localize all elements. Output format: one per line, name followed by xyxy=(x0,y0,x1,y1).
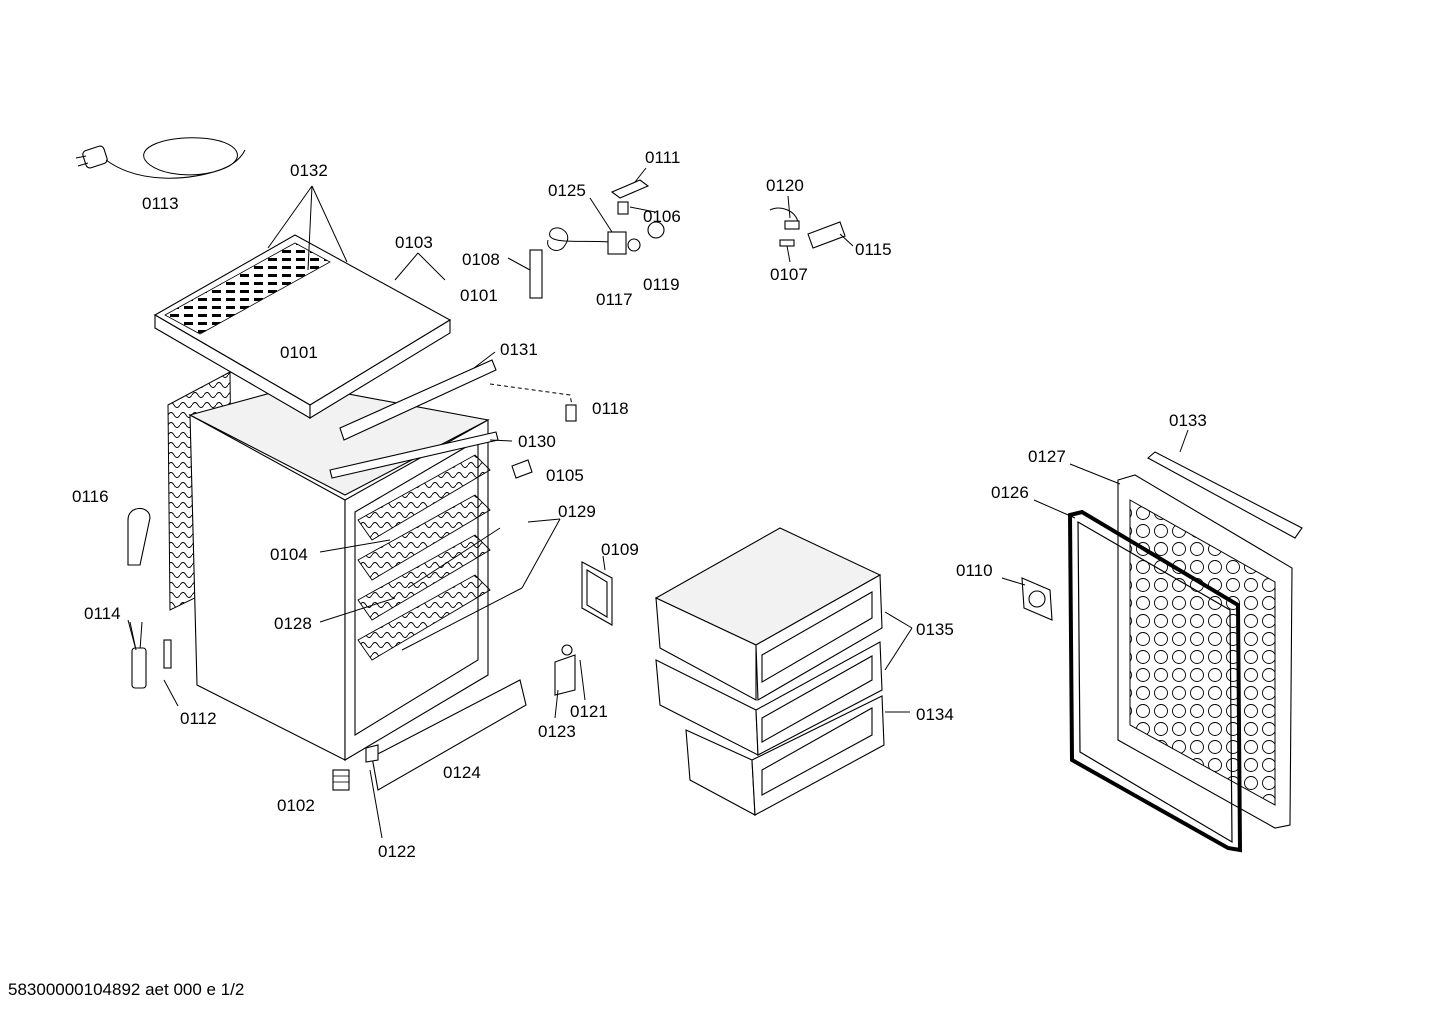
plinth-part xyxy=(365,679,527,791)
label-0125: 0125 xyxy=(548,181,586,200)
label-0110: 0110 xyxy=(956,561,993,580)
power-cord-part xyxy=(75,137,246,179)
label-0108: 0108 xyxy=(462,250,500,269)
part-labels: 0132 0113 0103 0101 0101 0108 0125 0111 … xyxy=(72,148,1207,861)
label-0113: 0113 xyxy=(142,194,179,213)
label-0112: 0112 xyxy=(180,709,217,728)
label-0102: 0102 xyxy=(277,796,315,815)
label-0104: 0104 xyxy=(270,545,308,564)
label-0117: 0117 xyxy=(596,290,633,309)
cabinet-body xyxy=(167,371,491,791)
thermostat-part xyxy=(529,179,665,299)
label-0114: 0114 xyxy=(84,604,121,623)
lamp-part xyxy=(769,207,846,249)
label-0119: 0119 xyxy=(643,275,680,294)
label-0101-cover: 0101 xyxy=(280,343,318,362)
label-0126: 0126 xyxy=(991,483,1029,502)
document-footer-code: 58300000104892 aet 000 e 1/2 xyxy=(8,980,245,999)
label-0130: 0130 xyxy=(518,432,556,451)
label-0127: 0127 xyxy=(1028,447,1066,466)
label-0129: 0129 xyxy=(558,502,596,521)
label-0101-screw: 0101 xyxy=(460,286,498,305)
label-0121: 0121 xyxy=(570,702,608,721)
small-parts-center xyxy=(401,459,613,696)
label-0124: 0124 xyxy=(443,763,481,782)
label-0103: 0103 xyxy=(395,233,433,252)
small-parts-left xyxy=(127,507,172,689)
label-0109: 0109 xyxy=(601,540,639,559)
label-0105: 0105 xyxy=(546,466,584,485)
door-part xyxy=(1021,451,1303,853)
label-0128: 0128 xyxy=(274,614,312,633)
label-0134: 0134 xyxy=(916,705,954,724)
label-0123: 0123 xyxy=(538,722,576,741)
label-0135: 0135 xyxy=(916,620,954,639)
drawers-part xyxy=(654,527,885,816)
leader-lines xyxy=(129,167,1189,839)
label-0133: 0133 xyxy=(1169,411,1207,430)
label-0115: 0115 xyxy=(855,240,892,259)
label-0116: 0116 xyxy=(72,487,109,506)
label-0132: 0132 xyxy=(290,161,328,180)
label-0107: 0107 xyxy=(770,265,808,284)
label-0111: 0111 xyxy=(645,148,680,167)
label-0131: 0131 xyxy=(500,340,538,359)
label-0106: 0106 xyxy=(643,207,681,226)
label-0118: 0118 xyxy=(592,399,629,418)
top-cover-part xyxy=(153,234,452,419)
label-0120: 0120 xyxy=(766,176,804,195)
label-0122: 0122 xyxy=(378,842,416,861)
